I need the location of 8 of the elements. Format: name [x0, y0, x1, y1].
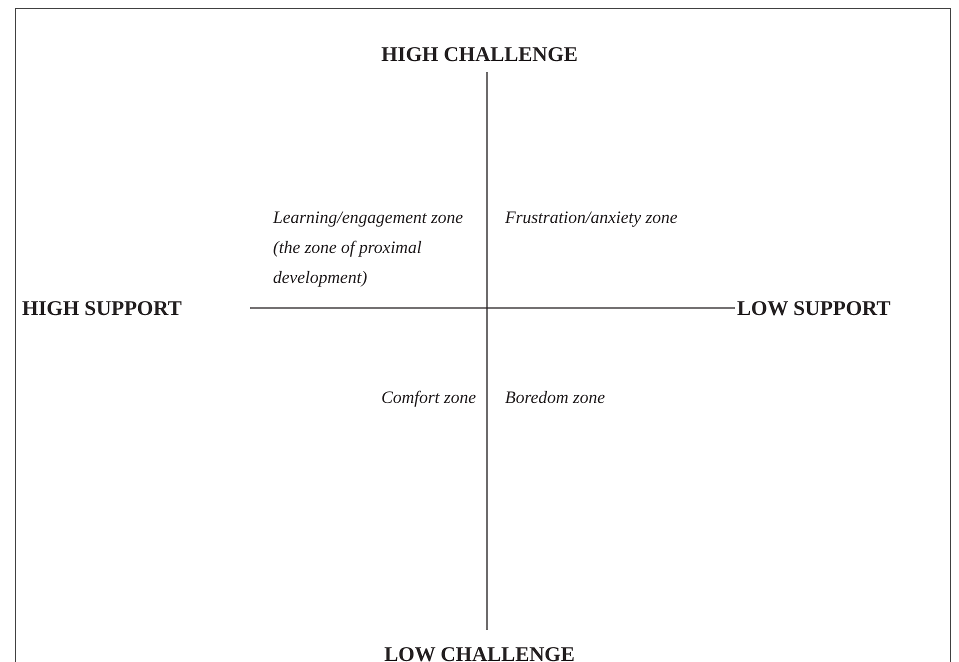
axis-label: LOW CHALLENGE	[383, 644, 576, 662]
quadrant-label: Learning/engagement zone (the zone of proximal development)	[273, 206, 464, 289]
quadrant-label: Comfort zone	[380, 386, 476, 409]
quadrant-label: Boredom zone	[505, 386, 606, 409]
quadrant-label: Frustration/anxiety zone	[505, 206, 679, 229]
axis-label: LOW SUPPORT	[737, 298, 890, 319]
axis-label: HIGH CHALLENGE	[380, 44, 579, 65]
axis-label: HIGH SUPPORT	[22, 298, 182, 319]
